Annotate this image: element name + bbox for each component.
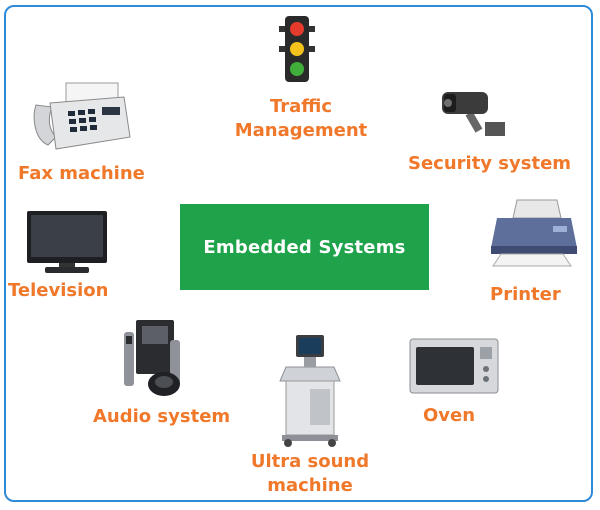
center-box: Embedded Systems [180,204,429,290]
fax-machine-icon [26,77,132,153]
printer-label: Printer [490,284,561,305]
traffic-light-icon [275,14,319,84]
television-icon [25,209,109,275]
center-label: Embedded Systems [203,236,406,258]
diagram-frame [4,5,593,502]
security-label: Security system [408,153,572,174]
traffic-label: Traffic Management [228,95,374,143]
audio-system-icon [122,318,194,398]
security-camera-icon [440,88,510,140]
traffic-label-line2: Management [234,120,368,141]
television-label: Television [8,280,109,301]
ultrasound-label: Ultra sound machine [240,450,380,498]
ultrasound-label-line2: machine [267,475,353,496]
ultrasound-machine-icon [270,333,350,448]
audio-label: Audio system [93,406,231,427]
microwave-oven-icon [408,335,500,397]
ultrasound-label-line1: Ultra sound [250,451,370,472]
traffic-label-line1: Traffic [269,96,333,117]
printer-icon [487,196,579,270]
fax-label: Fax machine [18,163,145,184]
oven-label: Oven [423,405,476,426]
